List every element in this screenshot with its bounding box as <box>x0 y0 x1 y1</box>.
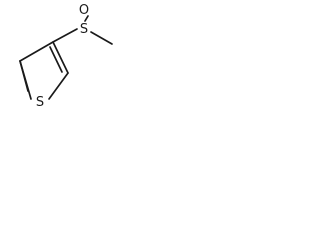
oxygen-atom-label: O <box>79 3 89 18</box>
bond-sulfoxide-s-o <box>84 15 89 22</box>
structure-canvas: O S S <box>0 0 140 126</box>
bond-c2-s1 <box>48 72 69 100</box>
bond-s1-c5-double <box>19 60 29 92</box>
bond-sulfoxide-s-methyl <box>90 31 113 45</box>
bond-c4-c3 <box>19 41 54 62</box>
bond-c3-sulfoxide-s <box>52 28 78 43</box>
chemical-structure-diagram: O S S <box>19 3 113 110</box>
bond-c3-c2-double <box>49 46 63 73</box>
sulfoxide-sulfur-atom-label: S <box>80 22 88 37</box>
ring-sulfur-atom-label: S <box>36 95 44 110</box>
bond-c3-c2 <box>52 41 69 74</box>
